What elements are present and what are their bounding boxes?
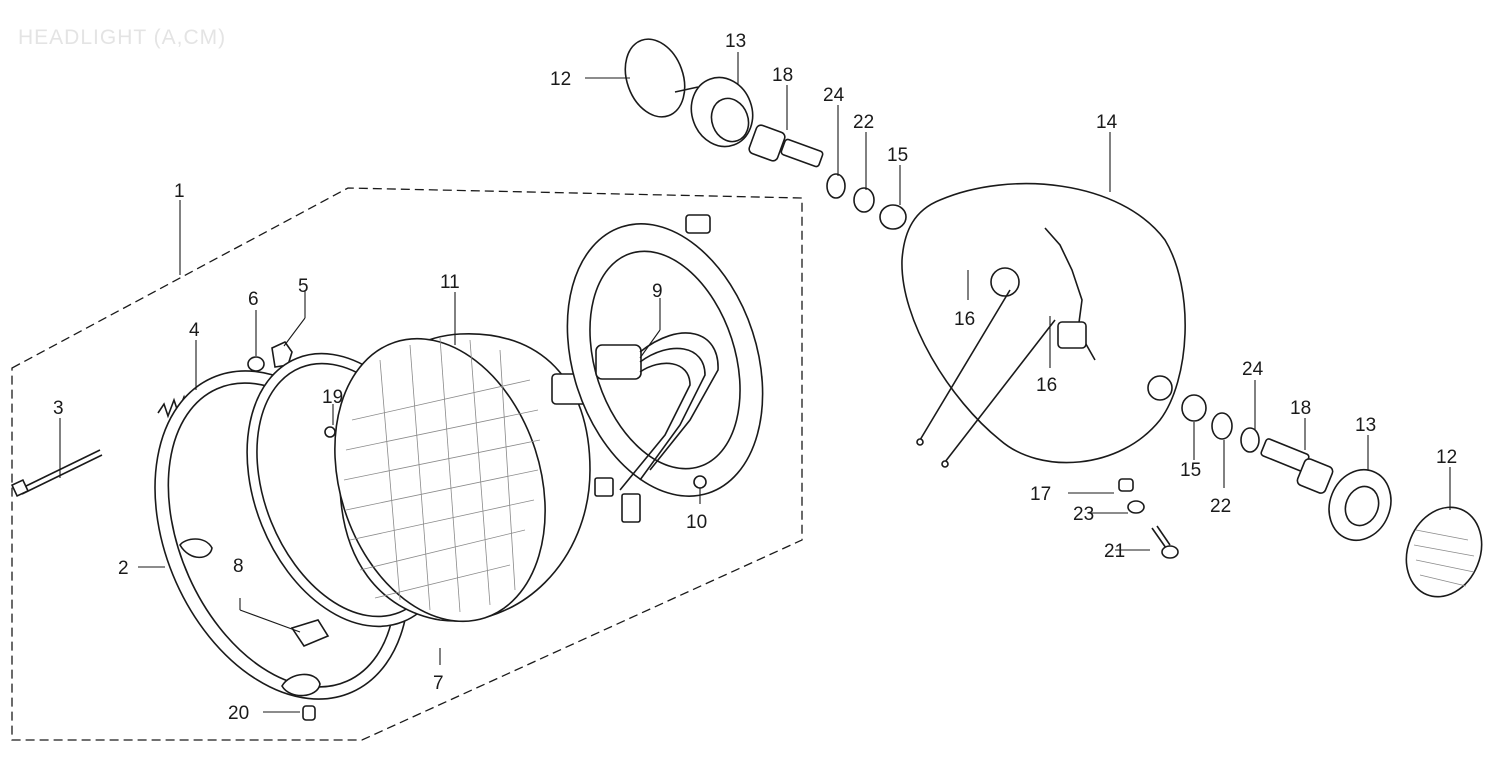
screw-part-21 [1151, 525, 1179, 559]
reflector-part-12-right [1405, 506, 1483, 598]
headlight-case-part-9 [566, 214, 764, 523]
bolt-part-18-top [748, 124, 824, 168]
label-6: 6 [248, 289, 259, 310]
label-12-top: 12 [550, 69, 571, 90]
label-23: 23 [1073, 504, 1094, 525]
cap-part-12-top [624, 38, 699, 118]
washer-part-22-right [1211, 412, 1233, 440]
label-22-right: 22 [1210, 496, 1231, 517]
label-21: 21 [1104, 541, 1125, 562]
diagram-title: HEADLIGHT (A,CM) [18, 26, 227, 49]
plate-part-5 [271, 340, 293, 368]
label-9: 9 [652, 281, 663, 302]
nut-part-23 [1127, 500, 1145, 514]
label-7: 7 [433, 673, 444, 694]
label-19: 19 [322, 387, 343, 408]
label-16-b: 16 [1036, 375, 1057, 396]
label-17: 17 [1030, 484, 1051, 505]
nut-part-6 [247, 356, 265, 372]
label-15-right: 15 [1180, 460, 1201, 481]
label-24-top: 24 [823, 85, 845, 106]
label-8: 8 [233, 556, 244, 577]
label-1: 1 [174, 181, 185, 202]
label-13-top: 13 [725, 31, 746, 52]
label-14: 14 [1096, 112, 1118, 133]
washer-part-24-top [826, 173, 846, 199]
screw-part-20 [302, 705, 316, 721]
label-5: 5 [298, 276, 309, 297]
cover-part-13-top [690, 76, 754, 148]
bolt-part-3 [10, 449, 103, 498]
label-12-right: 12 [1436, 447, 1457, 468]
label-22-top: 22 [853, 112, 874, 133]
label-18-top: 18 [772, 65, 793, 86]
label-3: 3 [53, 398, 64, 419]
label-13-right: 13 [1355, 415, 1376, 436]
sealed-beam-part-11 [334, 333, 591, 623]
collar-part-15-top [879, 204, 907, 230]
collar-part-15-right [1181, 394, 1207, 422]
washer-part-24-right [1240, 427, 1260, 453]
label-18-right: 18 [1290, 398, 1311, 419]
cover-part-13-right [1328, 468, 1392, 542]
label-15-top: 15 [887, 145, 908, 166]
part-labels: 1 2 3 4 6 5 7 8 11 9 19 10 20 12 13 18 2… [53, 31, 1457, 724]
washer-part-22-top [853, 187, 875, 213]
bolt-part-18-right [1260, 438, 1334, 494]
leader-lines [59, 52, 1451, 713]
label-24-right: 24 [1242, 359, 1264, 380]
assembly-boundary [11, 187, 803, 741]
label-10: 10 [686, 512, 707, 533]
clip-part-17 [1118, 478, 1134, 492]
label-4: 4 [189, 320, 200, 341]
label-16-a: 16 [954, 309, 975, 330]
clip-part-8 [290, 619, 330, 647]
housing-part-14 [901, 182, 1186, 468]
label-11: 11 [440, 272, 460, 293]
label-20: 20 [228, 703, 249, 724]
label-2: 2 [118, 558, 129, 579]
